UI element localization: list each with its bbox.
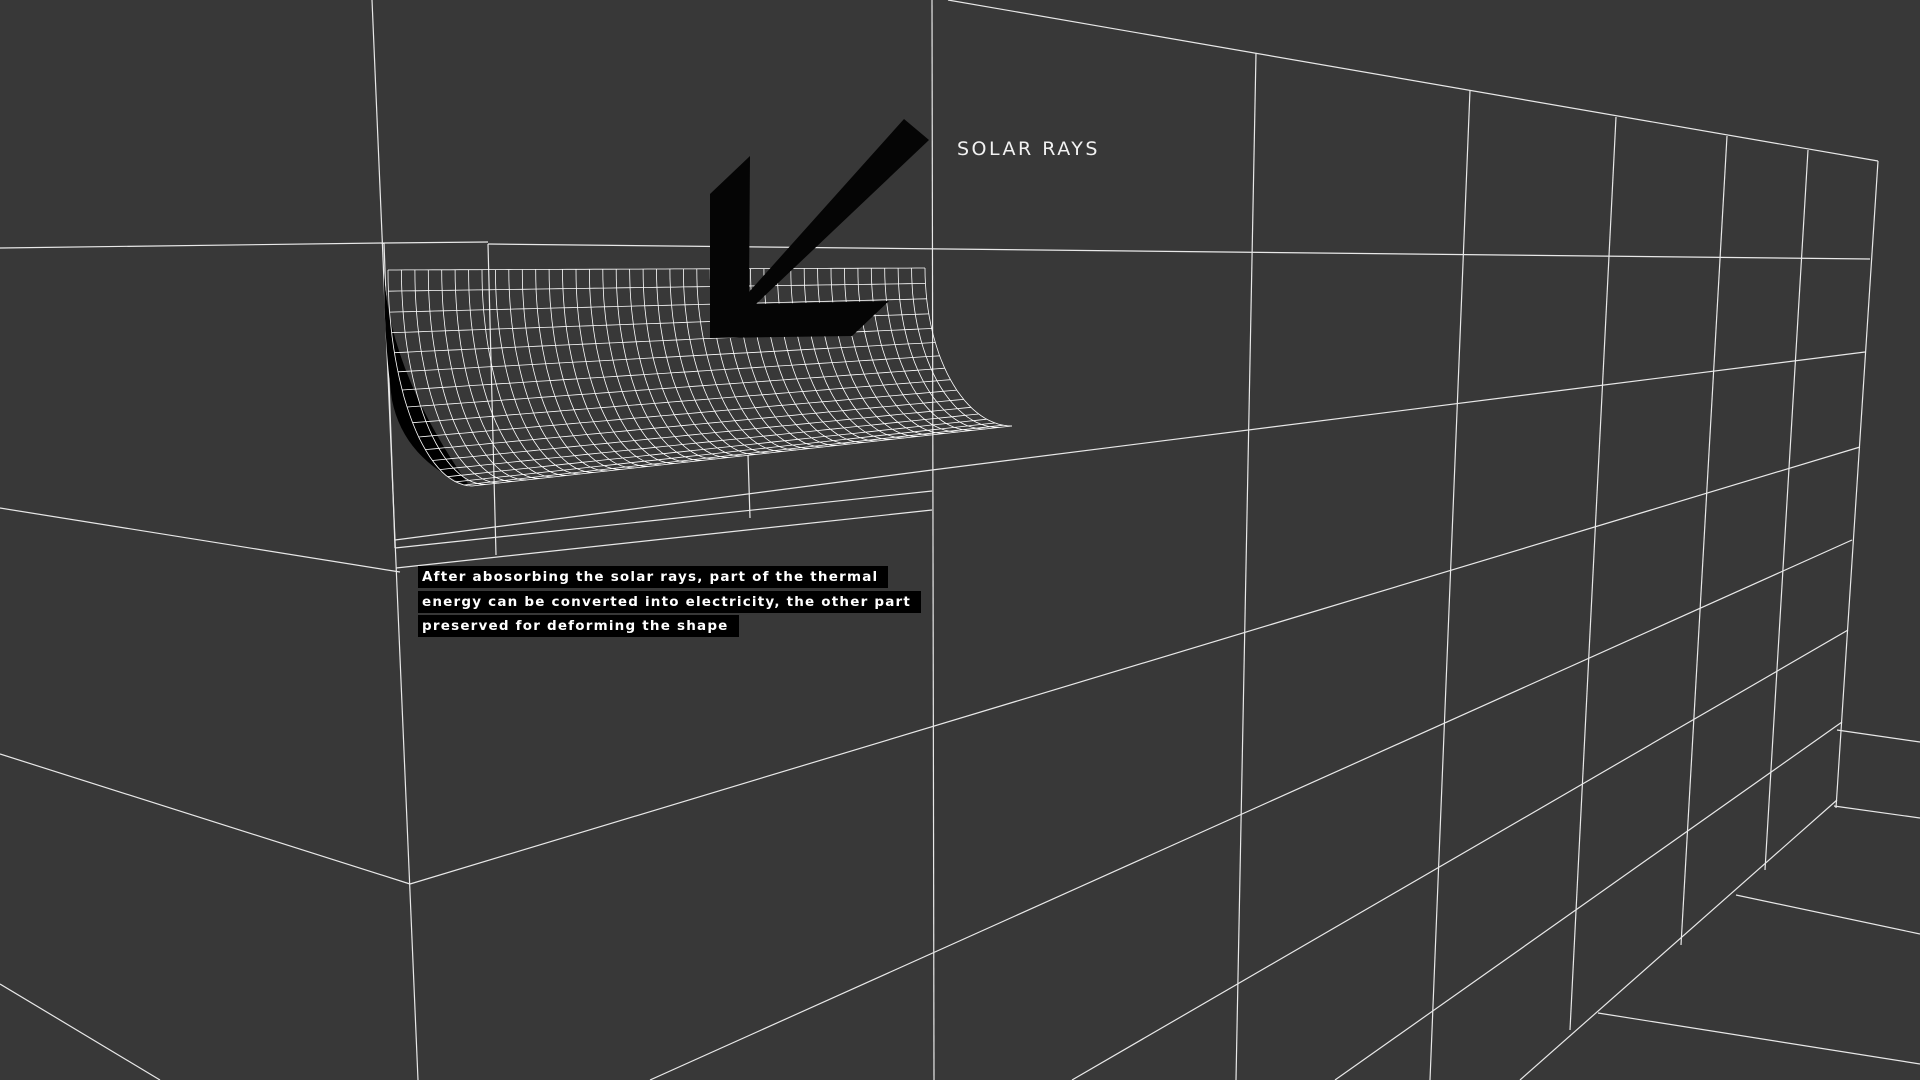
mesh-line xyxy=(803,268,891,440)
facade-line xyxy=(947,0,1879,162)
mesh-line xyxy=(790,268,878,442)
step-edge xyxy=(1836,729,1920,743)
mesh-line xyxy=(776,268,864,443)
mesh-line xyxy=(401,269,486,485)
facade-line xyxy=(1835,160,1879,809)
solar-arrow-icon xyxy=(710,119,929,338)
mesh-line xyxy=(615,269,702,461)
ledge-edge xyxy=(747,454,751,519)
mesh-line xyxy=(481,269,567,476)
ledge-edge xyxy=(394,469,933,541)
panel-shadow xyxy=(384,271,470,487)
mesh-line xyxy=(508,269,594,473)
mesh-line xyxy=(857,268,945,434)
mesh-line xyxy=(414,269,500,484)
wall-edge xyxy=(0,983,161,1080)
caption-text: After abosorbing the solar rays, part of… xyxy=(418,566,922,637)
caption-box: After abosorbing the solar rays, part of… xyxy=(418,565,938,639)
facade-column xyxy=(1569,116,1617,1031)
facade-line xyxy=(649,539,1853,1080)
solar-panel-mesh xyxy=(384,267,1013,487)
wall-edge xyxy=(0,507,401,573)
mesh-line xyxy=(441,269,527,481)
mesh-line xyxy=(575,269,662,466)
mesh-line xyxy=(884,268,972,431)
mesh-line xyxy=(817,268,905,439)
mesh-line xyxy=(454,269,540,479)
wall-edge xyxy=(0,753,411,885)
step-edge xyxy=(1597,1012,1920,1065)
mesh-line xyxy=(642,269,729,458)
facade-column xyxy=(1680,135,1728,946)
facade-column xyxy=(1429,89,1471,1080)
facade-line xyxy=(1071,629,1849,1080)
step-edge xyxy=(1735,894,1920,935)
mesh-line xyxy=(683,268,770,454)
mesh-line xyxy=(495,269,581,475)
mesh-line xyxy=(830,268,918,437)
facade-column xyxy=(1235,52,1257,1080)
ledge-edge xyxy=(487,243,497,556)
ledge-edge xyxy=(394,490,933,549)
facade-line xyxy=(409,446,1861,885)
mesh-line xyxy=(562,269,648,467)
wall-edge xyxy=(931,0,935,1080)
ledge-edge xyxy=(383,241,489,244)
mesh-line xyxy=(387,269,473,487)
mesh-line xyxy=(521,269,608,472)
facade-line xyxy=(1519,799,1838,1080)
mesh-line xyxy=(911,268,999,428)
step-edge xyxy=(1833,805,1920,819)
mesh-line xyxy=(468,269,554,478)
mesh-line xyxy=(669,268,756,455)
facade-line xyxy=(931,351,1866,471)
mesh-line xyxy=(870,268,959,433)
ledge-edge xyxy=(395,509,933,569)
mesh-line xyxy=(924,267,1013,427)
mesh-line xyxy=(427,269,513,482)
mesh-line xyxy=(656,268,743,457)
solar-rays-label: SOLAR RAYS xyxy=(957,138,1100,160)
mesh-line xyxy=(589,269,675,464)
wall-edge xyxy=(0,242,385,249)
mesh-line xyxy=(696,268,783,452)
facade-line xyxy=(487,243,1871,260)
facade-column xyxy=(1764,149,1809,871)
mesh-line xyxy=(548,269,635,469)
mesh-line xyxy=(844,268,932,436)
mesh-line xyxy=(763,268,851,445)
mesh-line xyxy=(897,268,986,430)
mesh-line xyxy=(629,269,716,460)
facade-line xyxy=(1334,721,1843,1080)
mesh-line xyxy=(535,269,621,470)
mesh-line xyxy=(602,269,689,463)
